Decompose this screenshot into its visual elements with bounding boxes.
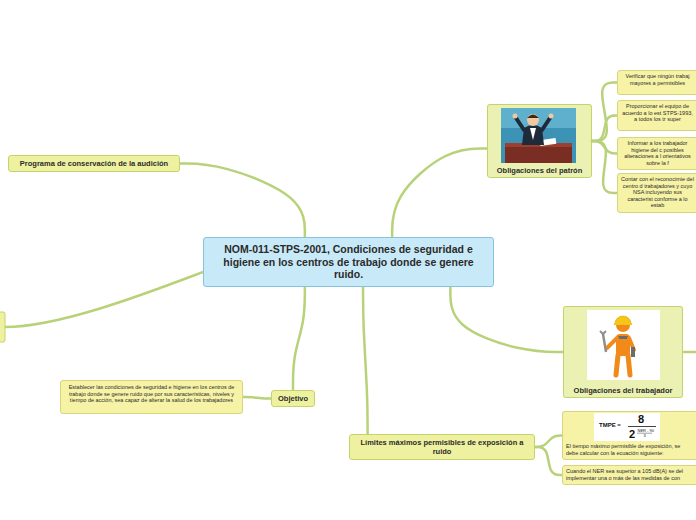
detail-box: Informar a los trabajador higiene del c … [617, 137, 696, 170]
branch-line [5, 272, 203, 327]
employer-picture [501, 108, 576, 163]
branch-connector [293, 287, 305, 390]
node-fill [562, 411, 696, 459]
branch-connector [180, 164, 305, 238]
formula-panel [594, 413, 660, 441]
node-fill [487, 104, 592, 177]
node-text: Límites máximos permisibles de exposició… [356, 438, 528, 456]
detail-box: Contar con el reconocimie del centro d t… [617, 173, 696, 213]
node-text: Cuando el NER sea superior a 105 dB(A) s… [566, 468, 694, 481]
node-text: Obligaciones del trabajador [567, 386, 679, 395]
picture-branch-box: Obligaciones del trabajador [563, 306, 683, 398]
branch-box: Límites máximos permisibles de exposició… [349, 434, 535, 460]
formula-term: TMPE = [599, 422, 621, 428]
formula-term: NER - 90 [638, 429, 654, 433]
formula-term: 8 [638, 414, 644, 425]
branch-connector [592, 116, 617, 142]
node-text: NOM-011-STPS-2001, Condiciones de seguri… [210, 243, 487, 281]
branch-connector [392, 148, 487, 237]
branch-box: Objetivo [271, 390, 315, 407]
detail-box: Establecer las condiciones de seguridad … [60, 380, 243, 414]
branch-connector [592, 83, 617, 142]
cut-off-box [0, 312, 5, 342]
node-text: Establecer las condiciones de seguridad … [65, 384, 238, 404]
node-text: Proporcionar el equipo de acuerdo a lo e… [621, 103, 694, 123]
node-text: Programa de conservación de la audición [13, 159, 175, 168]
detail-box: Proporcionar el equipo de acuerdo a lo e… [617, 100, 696, 131]
formula-term: 3 [644, 434, 646, 438]
formula-term: 2 [629, 429, 635, 440]
node-text: Objetivo [275, 394, 311, 403]
node-text: Verificar que ningún trabaj mayores a pe… [621, 73, 694, 86]
branch-line [683, 351, 696, 354]
branch-box: Programa de conservación de la audición [8, 155, 180, 172]
branch-connector [450, 287, 563, 352]
branch-connector [592, 141, 617, 193]
node-fill [563, 306, 683, 398]
central-topic: NOM-011-STPS-2001, Condiciones de seguri… [203, 237, 494, 287]
detail-box: Cuando el NER sea superior a 105 dB(A) s… [562, 465, 696, 485]
node-text: Informar a los trabajador higiene del c … [621, 140, 694, 166]
node-text: El tiempo máximo permisible de exposició… [566, 443, 694, 456]
worker-picture [587, 310, 660, 380]
branch-connector [363, 287, 368, 434]
branch-connector [535, 447, 562, 475]
branch-connector [535, 436, 562, 448]
picture-branch-box: Obligaciones del patrón [487, 104, 592, 178]
node-text: Obligaciones del patrón [491, 166, 588, 175]
detail-box: Verificar que ningún trabaj mayores a pe… [617, 70, 696, 95]
branch-connector [243, 397, 271, 399]
node-text: Contar con el reconocimie del centro d t… [621, 176, 694, 209]
